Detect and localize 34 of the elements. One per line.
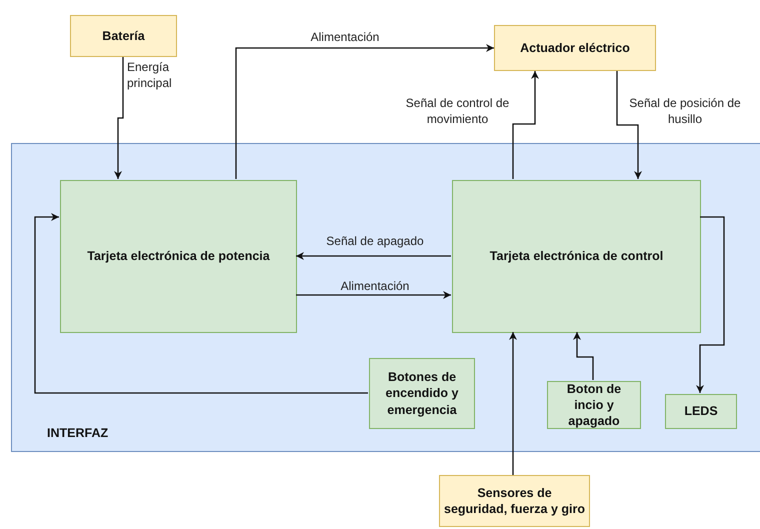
arrow (512, 71, 539, 179)
box-label: Boton de incio y apagado (566, 380, 622, 430)
process-box (60, 180, 297, 333)
edge-label: Señal de posición de husillo (628, 96, 742, 128)
process-box (439, 475, 590, 527)
process-box (70, 15, 177, 57)
box-label: Botones de encendido y emergencia (384, 369, 460, 418)
box-label: Actuador eléctrico (520, 40, 630, 56)
arrow (509, 332, 517, 475)
box-label: Batería (102, 28, 145, 44)
process-box (452, 180, 701, 333)
process-box (369, 358, 475, 429)
box-label: Sensores de seguridad, fuerza y giro (444, 484, 585, 518)
box-label: Tarjeta electrónica de control (490, 248, 664, 265)
edge-label: Alimentación (340, 279, 410, 295)
edge-label: Señal de control de movimiento (405, 96, 510, 128)
process-box (494, 25, 656, 71)
arrow (296, 252, 451, 260)
arrow (114, 57, 124, 179)
edge-label: Señal de apagado (325, 234, 425, 250)
region-label: INTERFAZ (47, 424, 108, 441)
process-box (665, 394, 737, 429)
box-label: LEDS (684, 403, 718, 420)
arrow (696, 216, 725, 393)
region-band (11, 143, 760, 452)
process-box (547, 381, 641, 429)
box-label: Tarjeta electrónica de potencia (87, 248, 270, 265)
edge-label: Alimentación (310, 30, 380, 46)
arrow (34, 213, 368, 394)
arrow (573, 332, 594, 380)
arrow (235, 44, 494, 179)
edge-label: Energía principal (127, 60, 173, 92)
arrow (296, 291, 451, 299)
arrow (616, 71, 642, 179)
